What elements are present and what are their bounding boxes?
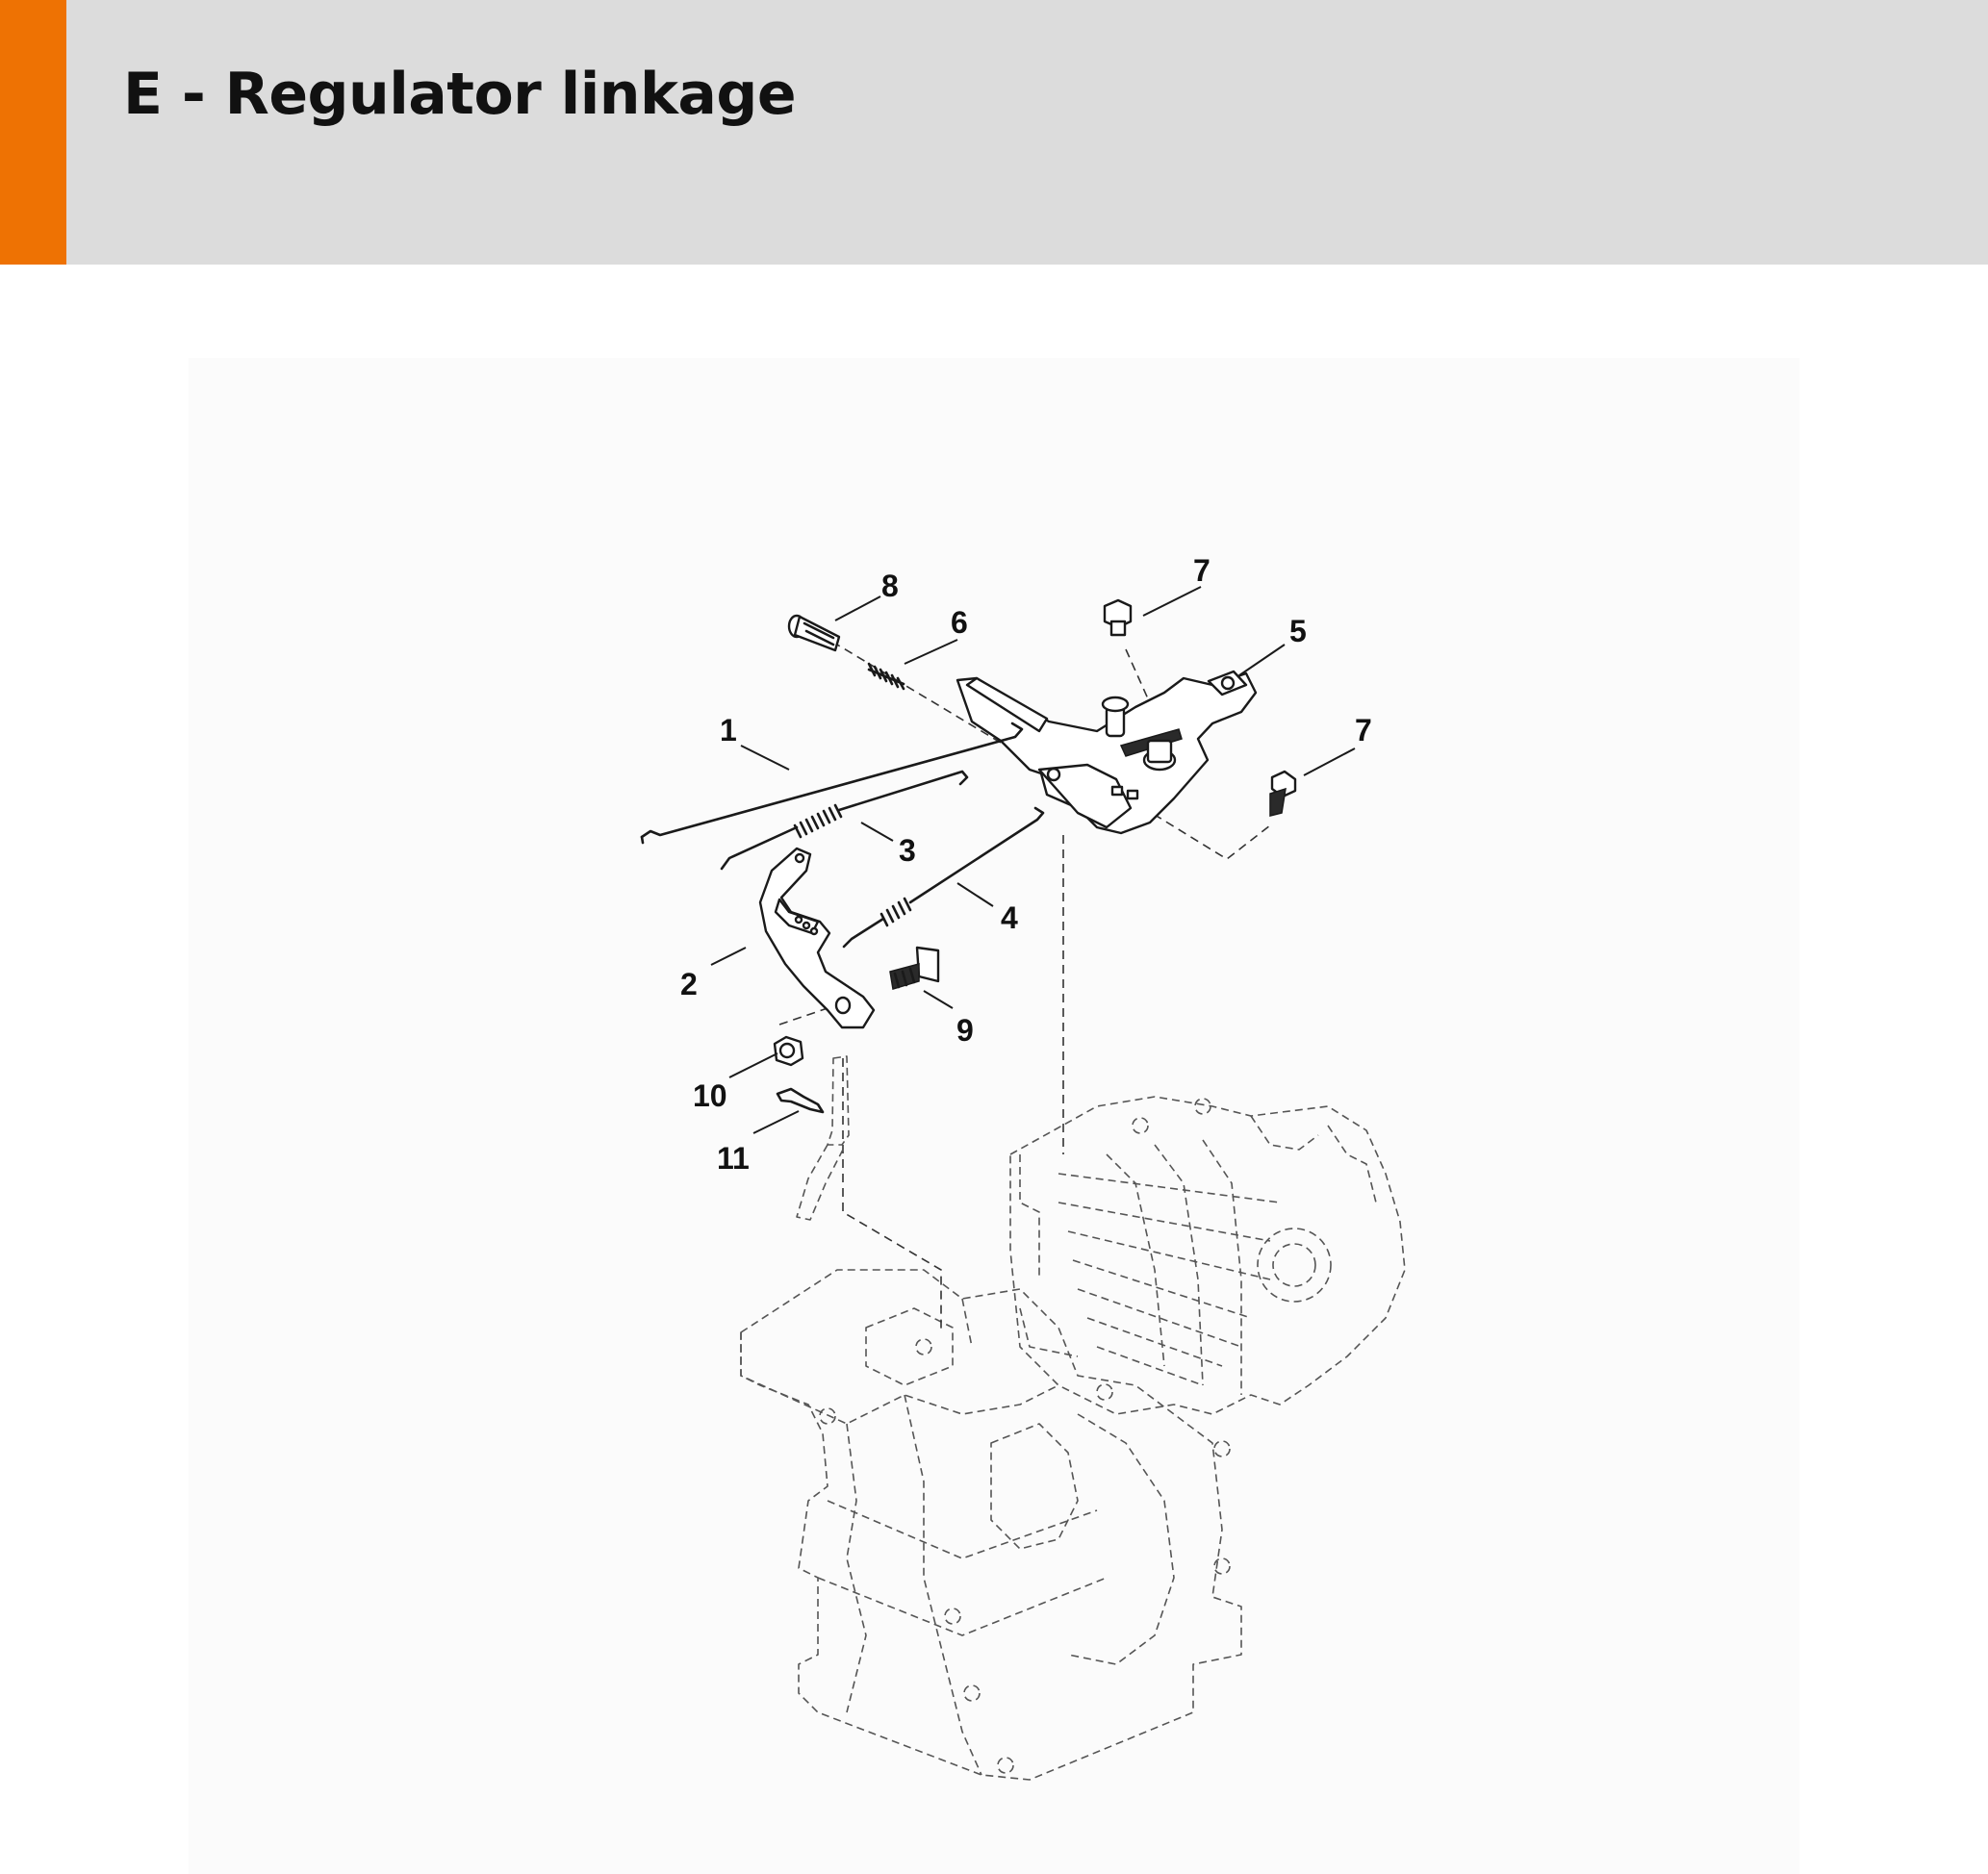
part-4-spring-rod (842, 806, 1045, 949)
part-7-screw-top (1103, 598, 1133, 637)
callout-6: 6 (951, 605, 968, 640)
callout-5: 5 (1289, 614, 1307, 648)
leader-4 (956, 882, 994, 907)
part-5-control-bracket (956, 670, 1258, 835)
part-1-rod (640, 722, 1024, 845)
page-header: E - Regulator linkage (0, 0, 1988, 265)
callout-11: 11 (717, 1141, 750, 1176)
callout-9: 9 (956, 1013, 974, 1048)
callout-2: 2 (680, 967, 698, 1001)
header-accent-bar (0, 0, 66, 265)
part-3-spring-rod (720, 770, 969, 871)
leader-2 (710, 947, 747, 966)
callout-8: 8 (881, 569, 899, 603)
callout-1: 1 (720, 713, 737, 747)
governor-shaft-outline (796, 1055, 850, 1221)
part-10-nut (773, 1035, 804, 1067)
part-6-spring (867, 662, 905, 691)
page-title: E - Regulator linkage (123, 61, 797, 128)
leader-8 (834, 595, 881, 621)
leader-lines (710, 586, 1356, 1134)
part-11-clip (776, 1087, 825, 1114)
part-2-governor-arm (758, 847, 876, 1029)
leader-11 (752, 1110, 800, 1134)
leader-10 (728, 1052, 778, 1078)
leader-1 (740, 745, 790, 771)
callout-4: 4 (1001, 900, 1018, 935)
engine-block-outline (740, 1096, 1406, 1781)
leader-7a (1142, 586, 1202, 617)
leader-3 (860, 822, 894, 842)
callout-7a: 7 (1193, 553, 1211, 588)
part-8-bolt (787, 614, 841, 652)
part-7-screw-right (1269, 770, 1297, 817)
callout-labels: 1 2 3 4 5 6 7 7 8 9 10 11 (680, 553, 1372, 1176)
diagram-panel (189, 358, 1799, 1874)
leader-6 (904, 639, 958, 665)
leader-5 (1238, 644, 1286, 676)
callout-7b: 7 (1355, 713, 1372, 747)
part-9-bolt (889, 946, 940, 990)
callout-10: 10 (693, 1078, 727, 1113)
leader-7b (1303, 747, 1356, 776)
callout-3: 3 (899, 833, 916, 868)
leader-9 (923, 990, 954, 1009)
